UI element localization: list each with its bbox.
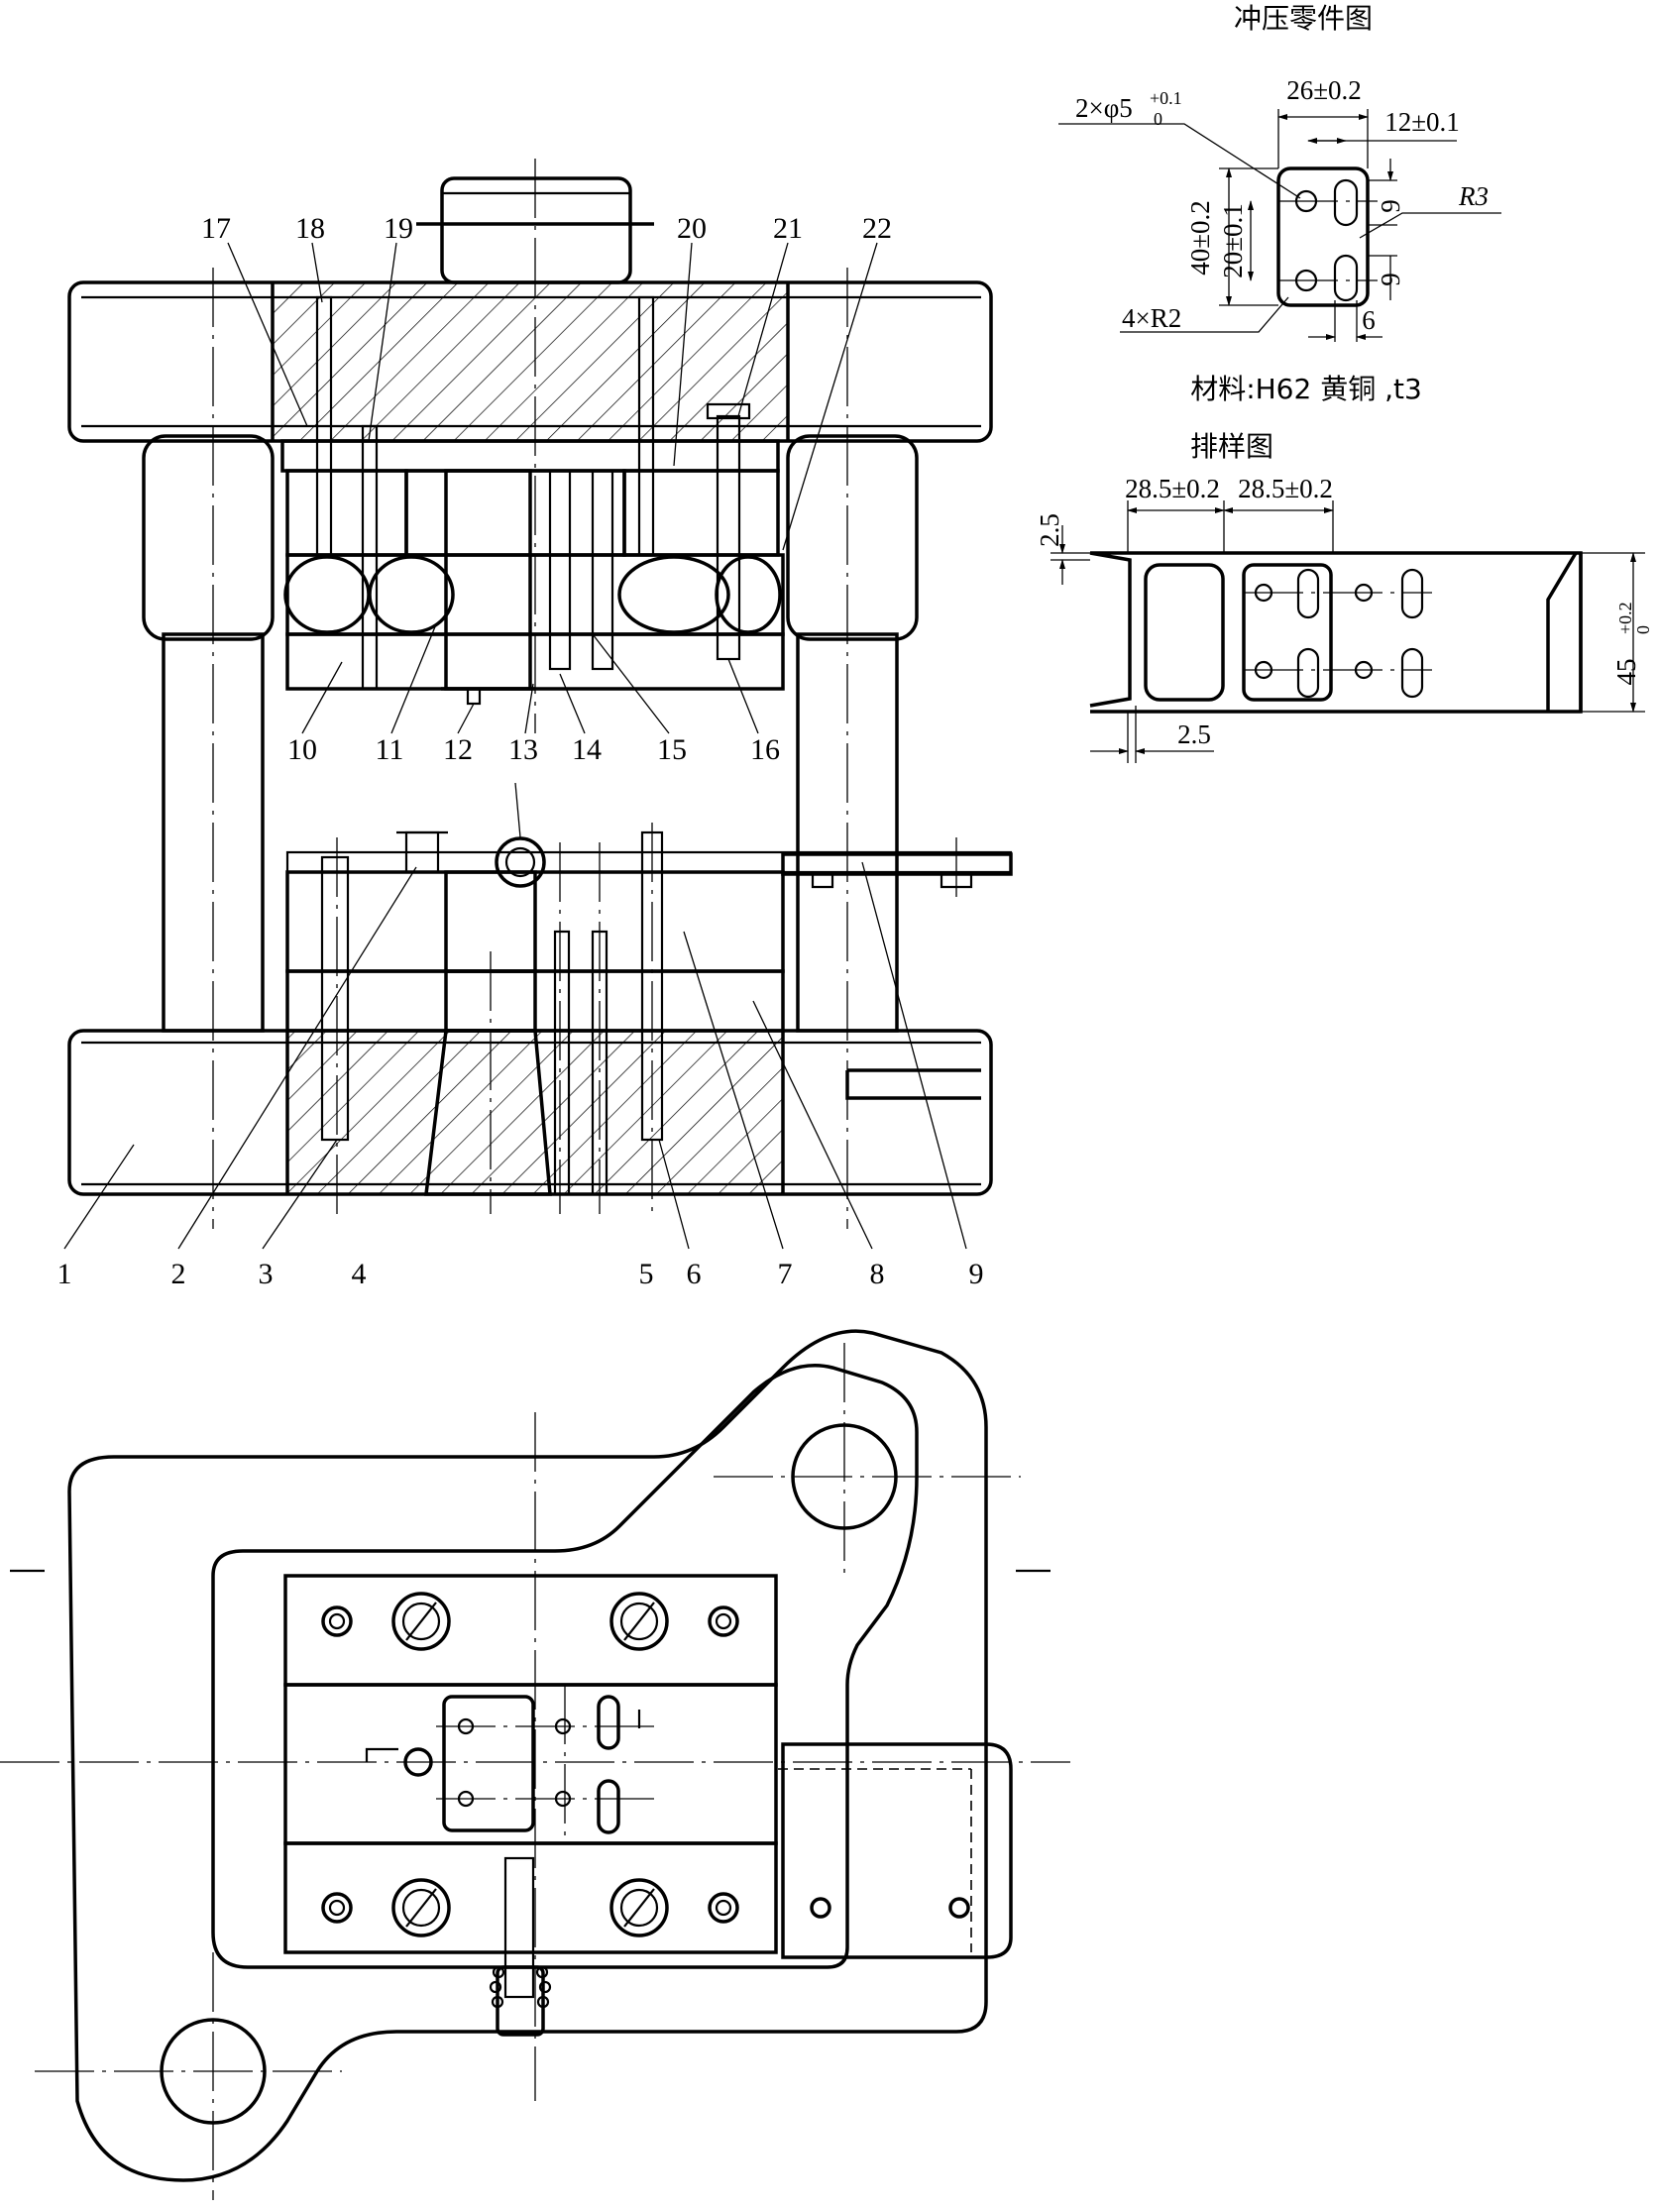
callout-9: 9 <box>969 1258 984 1290</box>
callout-2: 2 <box>171 1258 186 1290</box>
strip-dim-width-tol-lower: 0 <box>1633 625 1653 634</box>
part-dim-slot-width: 6 <box>1362 305 1376 335</box>
part-outline <box>1276 166 1370 307</box>
callout-5: 5 <box>639 1258 654 1290</box>
callout-22: 22 <box>862 212 892 245</box>
callout-20: 20 <box>677 212 707 245</box>
callout-7: 7 <box>778 1258 793 1290</box>
part-drawing: 冲压零件图 26±0.2 12±0.1 2×φ5 +0.1 0 R3 40±0.… <box>1058 2 1501 405</box>
callout-6: 6 <box>687 1258 702 1290</box>
callout-16: 16 <box>750 733 780 766</box>
screw-heads <box>391 1592 669 1937</box>
strip-dim-pitch-1: 28.5±0.2 <box>1125 474 1220 503</box>
strip-outline <box>1089 551 1583 714</box>
part-dim-slot-2: 9 <box>1376 273 1405 286</box>
part-dim-height: 40±0.2 <box>1185 200 1215 276</box>
callout-8: 8 <box>870 1258 885 1290</box>
callout-13: 13 <box>508 733 538 766</box>
callout-21: 21 <box>773 212 803 245</box>
lower-base-outline <box>67 1329 988 2182</box>
callout-1: 1 <box>57 1258 72 1290</box>
part-dim-corner-radius: 4×R2 <box>1122 303 1181 333</box>
strip-dim-edge-bottom: 2.5 <box>1177 719 1211 749</box>
strip-layout: 排样图 28.5±0.2 28.5±0.2 2.5 2.5 <box>1035 430 1653 763</box>
strip-dim-pitch-2: 28.5±0.2 <box>1238 474 1333 503</box>
callout-17: 17 <box>201 212 231 245</box>
callout-11: 11 <box>376 733 404 766</box>
die-opening <box>442 1695 535 1832</box>
callout-19: 19 <box>384 212 413 245</box>
strip-dim-width-tol-upper: +0.2 <box>1615 602 1635 634</box>
part-dim-holes: 2×φ5 <box>1075 93 1133 123</box>
strip-dim-width: 45 <box>1611 659 1641 686</box>
part-dim-hole-pitch: 20±0.1 <box>1218 203 1248 278</box>
punch-11 <box>444 469 532 691</box>
callout-15: 15 <box>657 733 687 766</box>
callout-12: 12 <box>443 733 473 766</box>
callout-3: 3 <box>259 1258 274 1290</box>
dowel-pins <box>321 1605 970 1924</box>
part-dim-slot-offset: 12±0.1 <box>1384 107 1460 137</box>
strip-layout-title: 排样图 <box>1190 430 1273 463</box>
strip-dim-edge-top: 2.5 <box>1035 513 1064 547</box>
callout-10: 10 <box>287 733 317 766</box>
part-dim-holes-tol-upper: +0.1 <box>1150 88 1182 108</box>
part-dim-width: 26±0.2 <box>1286 75 1362 105</box>
part-material: 材料:H62 黄铜 ,t3 <box>1190 373 1422 405</box>
plan-view <box>0 1329 1070 2200</box>
callout-4: 4 <box>352 1258 367 1290</box>
part-drawing-title: 冲压零件图 <box>1234 2 1373 35</box>
guide-bushing-left <box>142 434 275 641</box>
part-dim-holes-tol-lower: 0 <box>1154 109 1162 129</box>
part-dim-slot-1: 9 <box>1376 199 1405 213</box>
callout-14: 14 <box>572 733 602 766</box>
part-dim-radius: R3 <box>1458 181 1489 211</box>
callout-18: 18 <box>295 212 325 245</box>
front-section-view: 17 18 19 20 21 22 10 11 12 13 14 15 16 1… <box>57 159 1013 1290</box>
guide-bushing-right <box>786 434 919 641</box>
